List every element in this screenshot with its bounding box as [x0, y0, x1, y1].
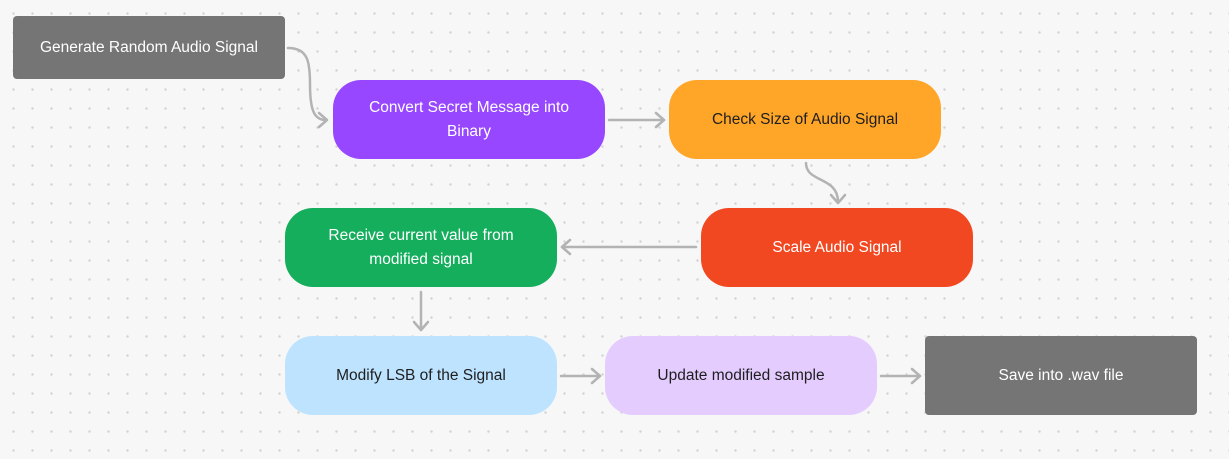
node-update-modified-sample[interactable]: Update modified sample — [605, 336, 877, 415]
node-save-wav-file[interactable]: Save into .wav file — [925, 336, 1197, 415]
node-label: Scale Audio Signal — [772, 238, 902, 256]
connector-scale-to-receive — [560, 238, 698, 256]
connector-receive-to-modify-lsb — [412, 290, 430, 332]
connector-check-size-to-scale — [804, 161, 847, 205]
node-generate-random-audio-signal[interactable]: Generate Random Audio Signal — [13, 16, 285, 79]
connector-modify-lsb-to-update — [559, 367, 602, 385]
connector-generate-to-convert — [286, 46, 329, 129]
node-label: Modify LSB of the Signal — [336, 366, 506, 384]
node-label: Check Size of Audio Signal — [711, 110, 899, 128]
connector-convert-to-check-size — [607, 111, 666, 129]
node-scale-audio-signal[interactable]: Scale Audio Signal — [701, 208, 973, 287]
node-label: Save into .wav file — [998, 366, 1124, 384]
node-label: Update modified sample — [657, 366, 825, 384]
node-convert-secret-message[interactable]: Convert Secret Message into Binary — [333, 80, 605, 159]
node-check-size-audio-signal[interactable]: Check Size of Audio Signal — [669, 80, 941, 159]
node-label: Receive current value from modified sign… — [328, 226, 514, 268]
node-label: Convert Secret Message into Binary — [369, 98, 569, 140]
node-receive-current-value[interactable]: Receive current value from modified sign… — [285, 208, 557, 287]
connector-update-to-save — [879, 367, 922, 385]
node-modify-lsb[interactable]: Modify LSB of the Signal — [285, 336, 557, 415]
node-label: Generate Random Audio Signal — [39, 38, 258, 56]
